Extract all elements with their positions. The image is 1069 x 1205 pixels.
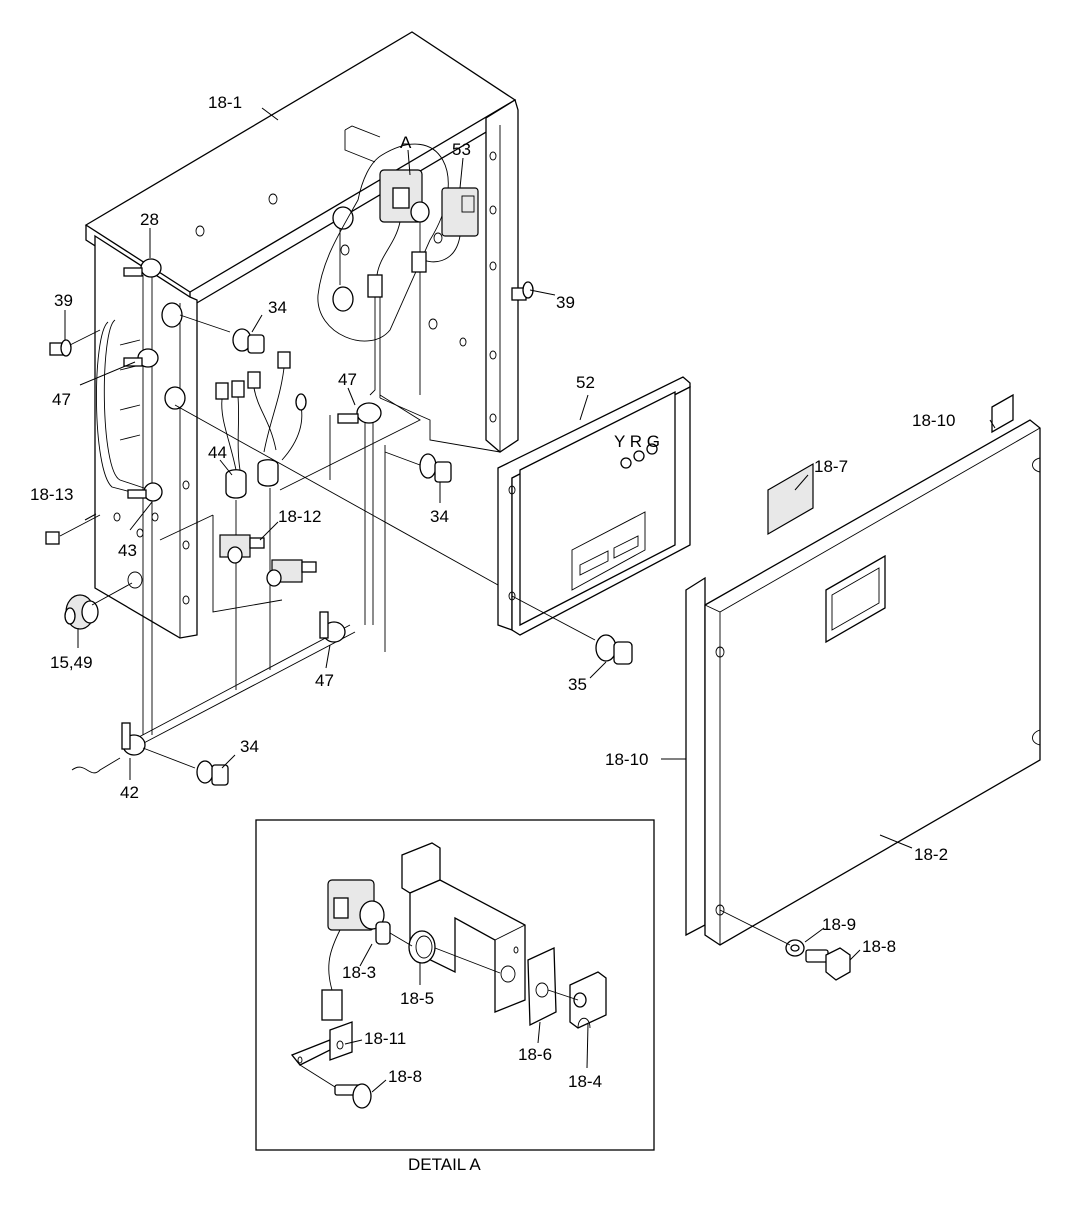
callout-18-3: 18-3 — [342, 963, 376, 982]
callout-35: 35 — [568, 675, 587, 694]
clamps-bolts — [45, 258, 534, 786]
bolt-39-left — [49, 329, 101, 357]
callout-18-8-detail: 18-8 — [388, 1067, 422, 1086]
callout-34-lower: 34 — [240, 737, 259, 756]
callout-34-upper: 34 — [268, 298, 287, 317]
callout-18-2: 18-2 — [914, 845, 948, 864]
clamp-47-center — [356, 402, 382, 424]
callout-labels: 18-1 A 53 28 39 34 39 47 47 52 18-10 44 … — [30, 93, 955, 1174]
detail-bracket — [401, 842, 526, 1013]
detail-switch-18-3 — [321, 879, 391, 1021]
callout-47-lower: 47 — [315, 671, 334, 690]
callout-42: 42 — [120, 783, 139, 802]
detail-a-box — [255, 819, 655, 1151]
callout-39-left: 39 — [54, 291, 73, 310]
leader-lines — [64, 107, 996, 1093]
callout-52: 52 — [576, 373, 595, 392]
callout-15-49: 15,49 — [50, 653, 93, 672]
bolt-34-middle — [384, 451, 452, 483]
callout-18-11: 18-11 — [364, 1029, 406, 1048]
left-harness-loop — [103, 319, 151, 491]
callout-18-12: 18-12 — [278, 507, 321, 526]
ring-18-5 — [408, 930, 436, 964]
indicator-lamps-label: Y R G — [614, 432, 660, 451]
bolt-18-8 — [805, 947, 851, 981]
detail-bolt-18-8 — [299, 1064, 372, 1109]
clamp-43 — [143, 482, 163, 502]
callout-18-5: 18-5 — [400, 989, 434, 1008]
callout-43: 43 — [118, 541, 137, 560]
callout-18-10-top: 18-10 — [912, 411, 955, 430]
bolt-18-13 — [45, 514, 101, 545]
callout-39-right: 39 — [556, 293, 575, 312]
frame-bosses — [161, 206, 354, 410]
callout-44: 44 — [208, 443, 227, 462]
grommet-15-49 — [64, 582, 133, 630]
callout-53: 53 — [452, 140, 471, 159]
callout-28: 28 — [140, 210, 159, 229]
callout-47-center: 47 — [338, 370, 357, 389]
callout-18-1: 18-1 — [208, 93, 242, 112]
frame-holes — [113, 151, 497, 605]
callout-18-7: 18-7 — [814, 457, 848, 476]
bracket-18-11 — [290, 1021, 353, 1066]
callout-47-left: 47 — [52, 390, 71, 409]
bolt-34-upper — [179, 314, 265, 354]
controller-52: Y R G — [497, 376, 691, 636]
bolt-34-lower — [142, 747, 229, 786]
callout-18-6: 18-6 — [518, 1045, 552, 1064]
cover-18-2 — [685, 393, 1041, 981]
callout-18-9: 18-9 — [822, 915, 856, 934]
callout-18-8-main: 18-8 — [862, 937, 896, 956]
nut-18-4 — [569, 971, 607, 1029]
detail-a-caption: DETAIL A — [408, 1155, 481, 1174]
bolt-39-right — [511, 281, 534, 301]
plate-18-6 — [527, 946, 557, 1027]
connector — [367, 274, 383, 298]
callout-a: A — [400, 133, 412, 152]
clamp-28 — [140, 258, 162, 278]
callout-18-10-side: 18-10 — [605, 750, 648, 769]
bolt-35 — [511, 595, 633, 665]
detail-a-zone — [317, 125, 479, 398]
callout-18-4: 18-4 — [568, 1072, 602, 1091]
enclosure-frame — [84, 31, 519, 639]
callout-18-13: 18-13 — [30, 485, 73, 504]
callout-34-middle: 34 — [430, 507, 449, 526]
